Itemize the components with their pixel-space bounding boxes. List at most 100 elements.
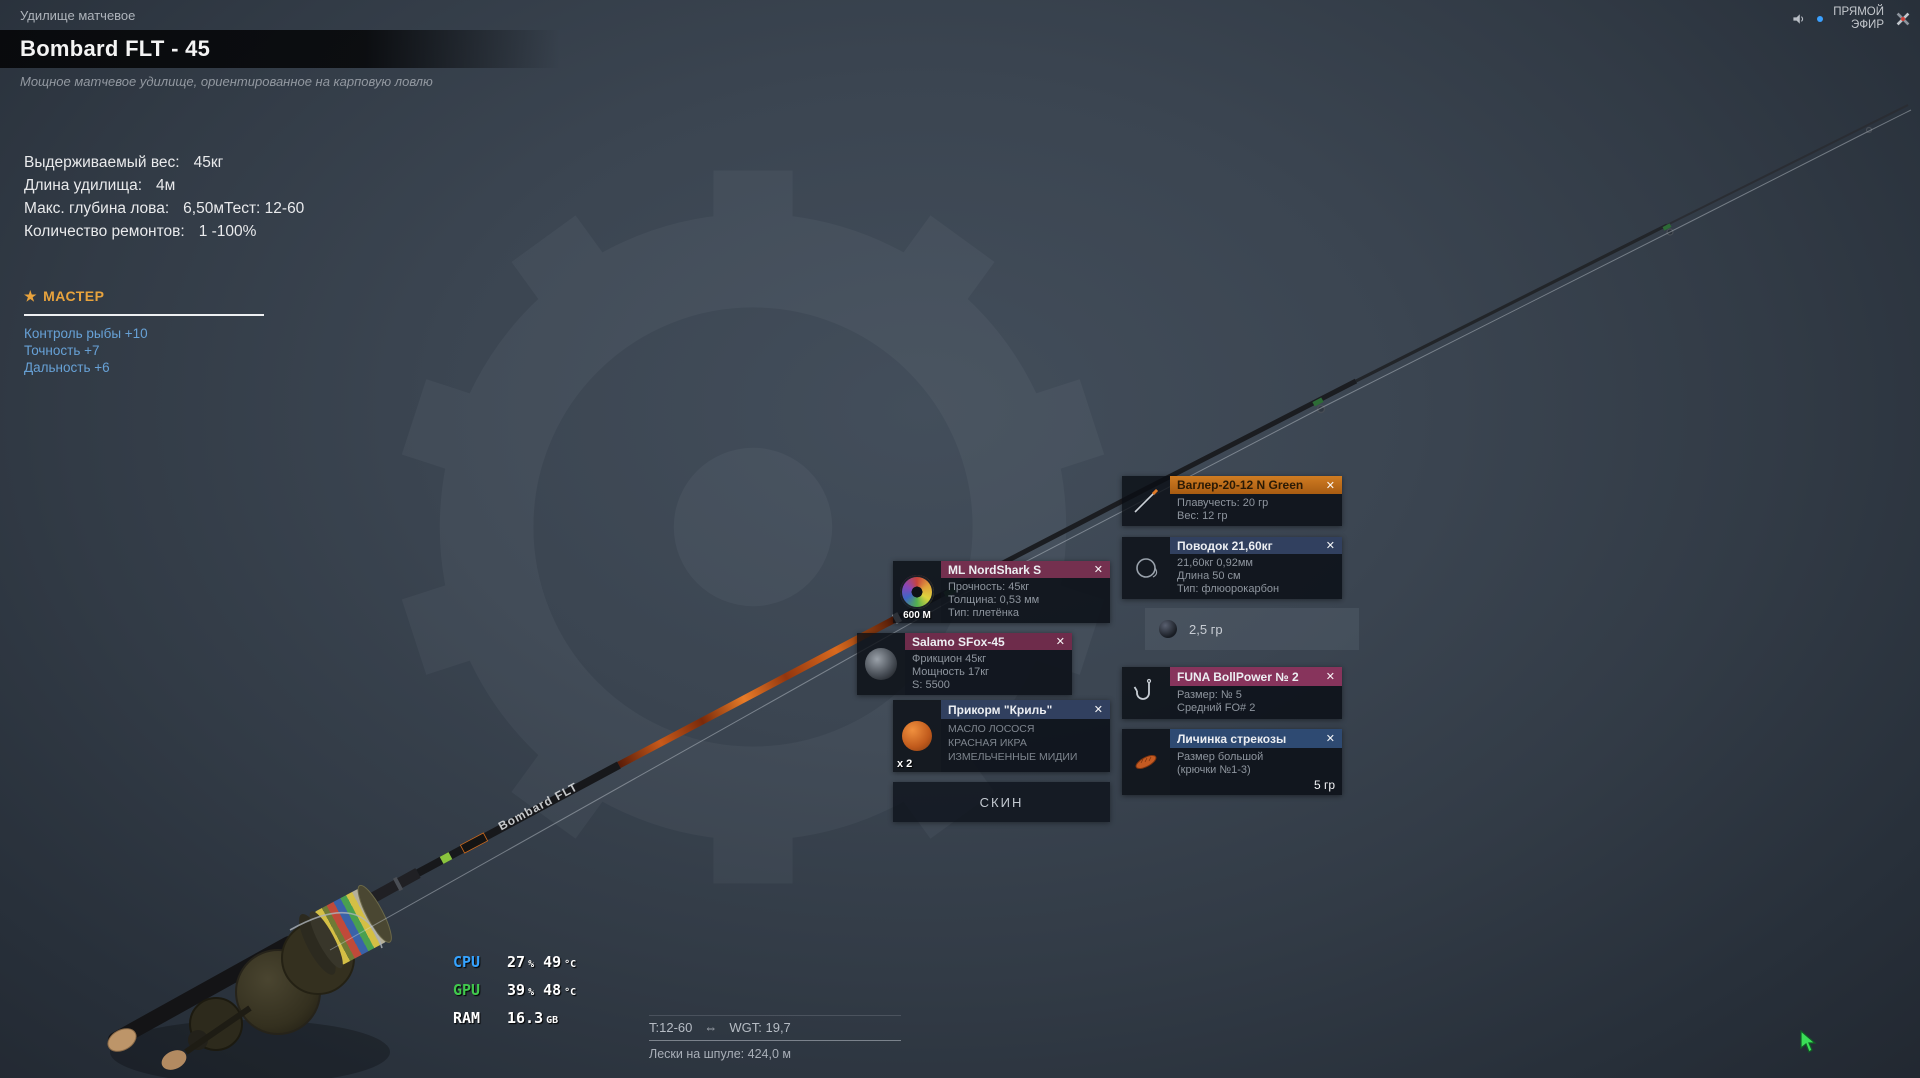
speaker-icon [1793,14,1804,24]
gpu-label: GPU [453,981,481,999]
skin-button[interactable]: СКИН [893,782,1110,822]
page-title: Bombard FLT - 45 [20,36,211,61]
skill-distance: Дальность +6 [24,360,110,375]
spec-value: 45кг [193,154,224,171]
leader-slot-card[interactable]: Поводок 21,60кг ✕ 21,60кг 0,92мм Длина 5… [1122,537,1342,599]
card-stat: Размер: № 5 [1177,689,1242,701]
leader-coil-icon [1122,537,1170,599]
card-stat: Вес: 12 гр [1177,510,1228,522]
skin-button-label: СКИН [979,794,1024,810]
info-divider [649,1040,901,1041]
rod-test-info: T:12-60 ⇔ WGT: 19,7 Лески на шпуле: 424,… [649,1015,901,1061]
spec-label: Выдерживаемый вес: [24,154,180,171]
gpu-overlay: GPU 39 % 48 °C [453,981,585,999]
ram-value: 16.3 [507,1009,544,1027]
cursor-arrow [1800,1030,1817,1053]
groundbait-slot-card[interactable]: x 2 Прикорм "Криль" ✕ МАСЛО ЛОСОСЯ КРАСН… [893,700,1110,772]
category-label: Удилище матчевое [20,8,136,23]
card-stat: 21,60кг 0,92мм [1177,557,1253,569]
rod-brand-text: Bombard FLT [496,780,580,834]
close-icon[interactable]: ✕ [1325,479,1335,492]
cpu-load: 27 [507,953,526,971]
live-stream-block[interactable]: ПРЯМОЙ ЭФИР [1791,6,1912,32]
hook-slot-card[interactable]: FUNA BollPower № 2 ✕ Размер: № 5 Средний… [1122,667,1342,719]
card-stat: КРАСНАЯ ИКРА [948,737,1027,749]
close-icon[interactable]: ✕ [1093,564,1103,576]
reel-slot-card[interactable]: Salamo SFox-45 ✕ Фрикцион 45кг Мощность … [857,633,1072,695]
spec-value: 1 -100% [198,223,257,240]
gpu-temp: 48 [543,981,562,999]
card-stat: Фрикцион 45кг [912,653,987,665]
card-stat: МАСЛО ЛОСОСЯ [948,723,1035,735]
card-stat: Толщина: 0,53 мм [948,594,1040,606]
gpu-load: 39 [507,981,526,999]
rod-guides [943,126,1873,607]
sinker-weight: 2,5 гр [1189,621,1223,637]
card-stat: Прочность: 45кг [948,581,1030,593]
card-stat: S: 5500 [912,679,950,691]
spec-label: Длина удилища: [24,177,143,194]
close-icon[interactable]: ✕ [1093,704,1103,716]
spec-row: Количество ремонтов:1 -100% [24,223,304,246]
cpu-label: CPU [453,953,481,971]
close-icon[interactable]: ✕ [1055,636,1065,648]
spec-value: 4м [156,177,176,194]
sinker-icon [1159,620,1177,638]
card-title: Прикорм "Криль" [948,702,1053,717]
waggler-icon [1122,476,1170,526]
master-star: ★ [24,288,38,304]
spec-label: Макс. глубина лова: [24,200,170,217]
fishing-line [329,109,1912,951]
card-title: Salamo SFox-45 [912,634,1005,649]
hook-icon [1122,667,1170,719]
gear-watermark [401,170,1105,884]
line-slot-card[interactable]: 600 М ML NordShark S ✕ Прочность: 45кг Т… [893,561,1110,623]
cpu-temp-unit: °C [564,959,577,970]
card-stat: Средний FO# 2 [1177,702,1256,714]
crossed-tools-icon [1896,12,1910,26]
skill-fish-control: Контроль рыбы +10 [24,326,148,341]
reel-graphic [107,884,392,1070]
waggler-slot-card[interactable]: Ваглер-20-12 N Green ✕ Плавучесть: 20 гр… [1122,476,1342,526]
card-stat: ИЗМЕЛЬЧЕННЫЕ МИДИИ [948,751,1078,763]
ram-overlay: RAM 16.3 GB [453,1009,567,1027]
card-title: Ваглер-20-12 N Green [1177,478,1304,492]
card-stat: Размер большой [1177,751,1264,763]
line-length-badge: 600 М [903,610,931,621]
live-stream-label: ПРЯМОЙ ЭФИР [1833,6,1884,31]
gpu-temp-unit: °C [564,987,577,998]
close-icon[interactable]: ✕ [1325,671,1335,683]
ram-unit: GB [546,1015,559,1026]
larva-icon [1122,729,1170,795]
skill-accuracy: Точность +7 [24,343,100,358]
close-icon[interactable]: ✕ [1325,540,1335,552]
master-title: ★МАСТЕР [24,288,105,304]
ram-label: RAM [453,1009,481,1027]
spec-row: Макс. глубина лова: 6,50мТест: 12-60 [24,200,304,223]
spec-row: Выдерживаемый вес: 45кг [24,154,304,177]
status-dot [1817,16,1824,22]
card-title: Поводок 21,60кг [1177,538,1273,553]
cpu-load-unit: % [528,959,535,970]
cpu-overlay: CPU 27 % 49 °C [453,953,585,971]
card-stat: Мощность 17кг [912,666,990,678]
reel-icon [857,633,905,695]
test-range: T:12-60 [649,1020,693,1035]
master-section: ★МАСТЕР Контроль рыбы +10 Точность +7 Да… [24,288,264,376]
lure-slot-card[interactable]: Личинка стрекозы ✕ Размер большой (крючк… [1122,729,1342,795]
card-stat: Тип: плетёнка [948,607,1019,619]
bait-count: x 2 [897,758,913,770]
spool-line-length: Лески на шпуле: 424,0 м [649,1047,791,1061]
spec-value: 6,50м [183,200,224,217]
card-stat: (крючки №1-3) [1177,764,1251,776]
card-stat: Плавучесть: 20 гр [1177,497,1269,509]
close-icon[interactable]: ✕ [1325,733,1335,745]
arrow-glyph: ⇔ [704,1020,718,1035]
cpu-temp: 49 [543,953,562,971]
spec-extra: Тест: 12-60 [223,200,305,217]
sinker-slot[interactable]: 2,5 гр [1145,608,1359,650]
rod-specs: Выдерживаемый вес:45кг Длина удилища:4м … [24,154,304,246]
card-title: ML NordShark S [948,562,1042,577]
